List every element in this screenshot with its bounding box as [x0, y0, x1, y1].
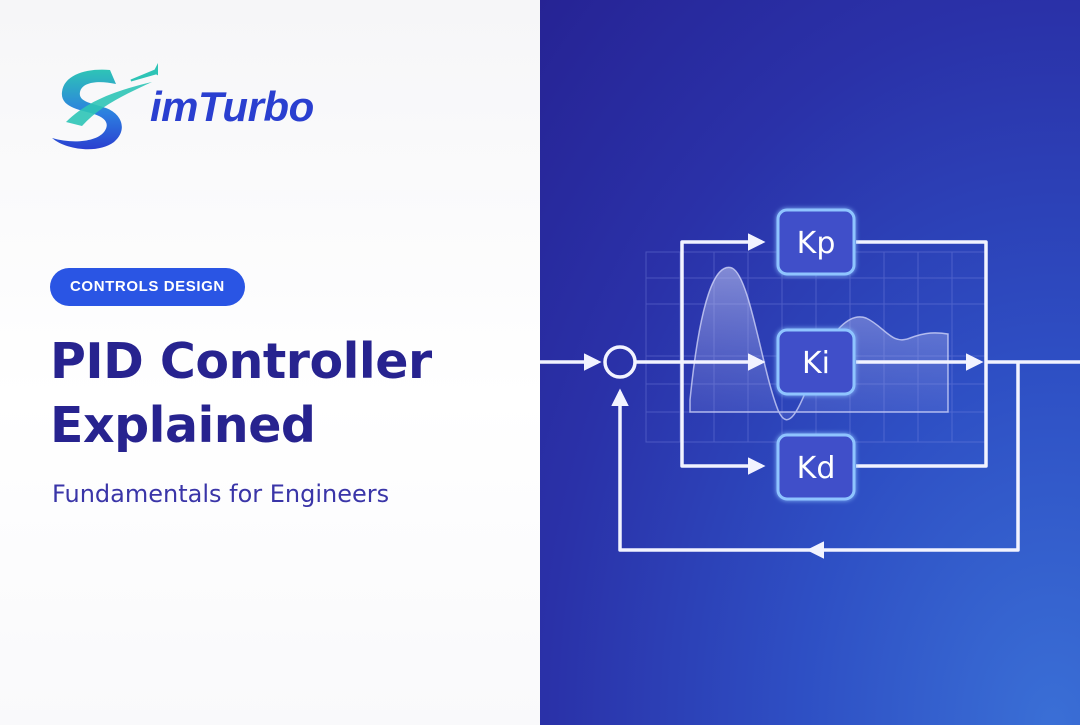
ki-label: Ki — [802, 346, 830, 381]
category-badge[interactable]: CONTROLS DESIGN — [50, 268, 245, 306]
airplane-icon — [130, 61, 158, 82]
page-subtitle: Fundamentals for Engineers — [52, 480, 390, 508]
pid-block-diagram: Kp Ki Kd — [540, 208, 1080, 559]
kd-label: Kd — [797, 451, 836, 486]
brand-name: imTurbo — [150, 83, 314, 130]
ki-block: Ki — [776, 328, 856, 396]
right-panel: Kp Ki Kd — [540, 0, 1080, 725]
brand-logo[interactable]: imTurbo — [48, 60, 328, 156]
page-title-line-1: PID Controller — [50, 333, 432, 390]
kp-block: Kp — [776, 208, 856, 276]
summing-junction-icon — [603, 345, 637, 379]
page-title-line-2: Explained — [50, 397, 316, 454]
page-title: PID Controller Explained — [50, 330, 520, 458]
kp-label: Kp — [797, 226, 836, 261]
kd-block: Kd — [776, 433, 856, 501]
brand-logo-mark-icon — [52, 61, 158, 150]
left-panel: imTurbo CONTROLS DESIGN PID Controller E… — [0, 0, 540, 725]
signal-lines — [540, 233, 1080, 559]
